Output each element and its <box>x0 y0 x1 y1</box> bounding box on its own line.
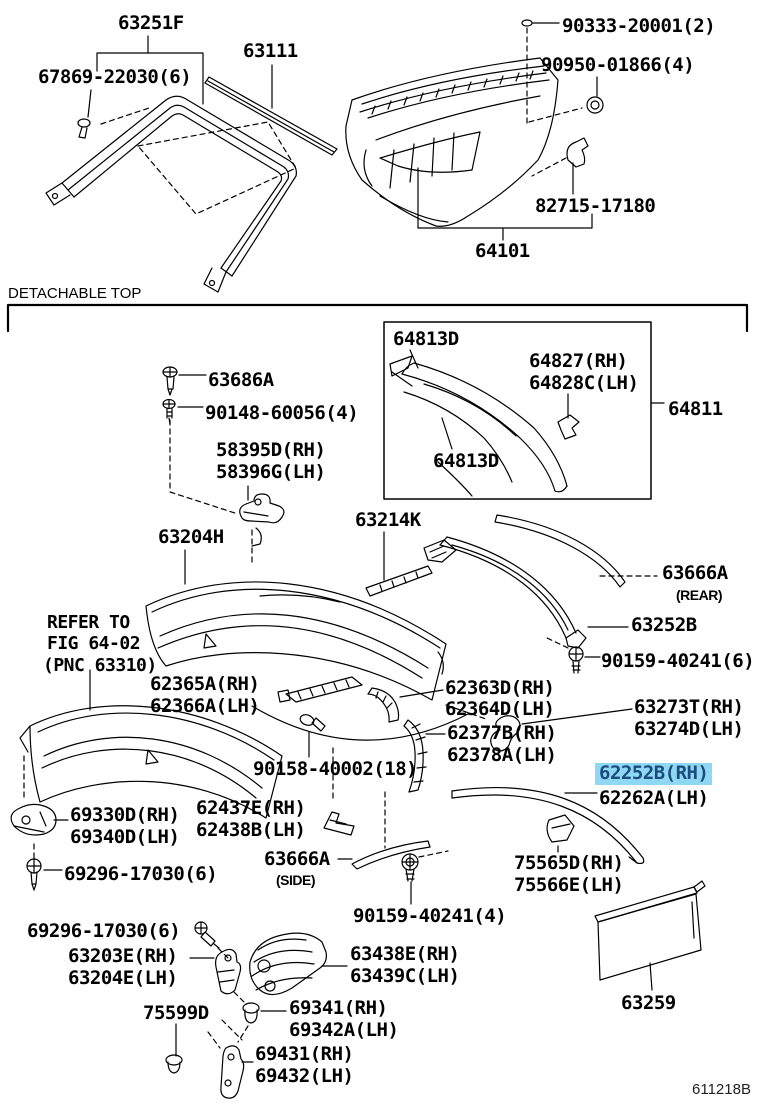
screw-icon-69296-b <box>194 921 229 959</box>
corner-piece-63438E-drawing <box>249 932 348 996</box>
clip-icon-90333 <box>521 19 583 127</box>
part-label-63251F: 63251F <box>118 12 184 34</box>
cap-icon-75599D <box>165 1023 183 1074</box>
part-sublabel-rear: (REAR) <box>676 587 723 603</box>
part-label-62365A: 62365A(RH) <box>150 673 260 695</box>
screw-icon-90159-4 <box>401 850 449 905</box>
part-label-62252B-highlighted: 62252B(RH) <box>595 763 713 785</box>
part-label-69340D: 69340D(LH) <box>70 826 180 848</box>
part-label-62437E: 62437E(RH) <box>196 797 306 819</box>
screw-icon-90159-6 <box>544 636 601 674</box>
part-label-64813D-top: 64813D <box>393 328 459 350</box>
part-label-90158-40002: 90158-40002(18) <box>253 758 418 780</box>
part-sublabel-side: (SIDE) <box>276 872 316 888</box>
part-label-90159-40241-6: 90159-40241(6) <box>601 650 755 672</box>
part-label-63274D: 63274D(LH) <box>634 718 744 740</box>
part-label-82715-17180: 82715-17180 <box>535 195 656 217</box>
part-label-90950-01866: 90950-01866(4) <box>541 54 695 76</box>
clip-icon-64827 <box>557 414 580 440</box>
bow-63252B-drawing <box>439 536 629 649</box>
part-label-69342A: 69342A(LH) <box>289 1019 399 1041</box>
part-label-63204E: 63204E(LH) <box>68 967 178 989</box>
part-label-64827: 64827(RH) <box>529 350 628 372</box>
part-label-62363D: 62363D(RH) <box>445 677 555 699</box>
part-label-64813D-bottom: 64813D <box>433 450 499 472</box>
part-label-63203E: 63203E(RH) <box>68 945 178 967</box>
inset-box-64811 <box>383 321 665 500</box>
part-label-58396G: 58396G(LH) <box>216 461 326 483</box>
latch-icon-69330D <box>10 803 69 859</box>
bracket-63251F <box>87 35 204 125</box>
section-bracket <box>6 303 749 333</box>
part-label-63666A-rear: 63666A <box>662 562 728 584</box>
part-label-62366A: 62366A(LH) <box>150 695 260 717</box>
strip-62377B-drawing <box>403 719 446 793</box>
part-label-63259: 63259 <box>621 992 676 1014</box>
part-label-63204H: 63204H <box>158 526 224 548</box>
bracket-icon-62437E <box>323 811 355 836</box>
refer-note-line1: REFER TO <box>47 612 130 633</box>
grommet-icon-90950 <box>586 76 604 114</box>
part-label-64828C: 64828C(LH) <box>529 372 639 394</box>
part-label-75566E: 75566E(LH) <box>514 874 624 896</box>
part-label-64101: 64101 <box>475 240 530 262</box>
section-title: DETACHABLE TOP <box>8 285 142 302</box>
part-label-63439C: 63439C(LH) <box>350 965 460 987</box>
part-label-63686A: 63686A <box>208 369 274 391</box>
part-label-64811: 64811 <box>668 398 723 420</box>
part-label-90333-20001: 90333-20001(2) <box>562 15 716 37</box>
clip-icon-62363D <box>367 687 487 723</box>
hook-icon-63273T <box>490 708 633 752</box>
windshield-frame-drawing <box>45 95 297 293</box>
part-label-69431: 69431(RH) <box>255 1043 354 1065</box>
refer-note-line3: (PNC 63310) <box>43 655 157 676</box>
part-label-75565D: 75565D(RH) <box>514 852 624 874</box>
part-label-63666A-side: 63666A <box>264 848 330 870</box>
strip-63666A-side-drawing <box>337 840 431 870</box>
hook-icon-82715 <box>531 137 589 195</box>
part-label-69330D: 69330D(RH) <box>70 804 180 826</box>
screw-icon-90158 <box>299 714 326 758</box>
part-label-62377B: 62377B(RH) <box>447 722 557 744</box>
rear-panel-64101-drawing <box>345 57 593 241</box>
strip-63666A-rear-drawing <box>494 514 658 588</box>
clip-icon-75565D <box>546 814 575 853</box>
strip-63214K-drawing <box>365 531 457 597</box>
weatherstrip-62252B-drawing <box>451 787 645 865</box>
part-label-69296-17030-a: 69296-17030(6) <box>64 863 218 885</box>
roof-panel-refer-drawing <box>19 669 283 819</box>
part-label-62438B: 62438B(LH) <box>196 819 306 841</box>
part-label-62378A: 62378A(LH) <box>447 744 557 766</box>
drawing-number: 611218B <box>692 1081 751 1098</box>
part-label-63273T: 63273T(RH) <box>634 696 744 718</box>
screw-icon-90148 <box>162 398 239 515</box>
clamp-icon-58395D <box>239 485 285 563</box>
part-label-69296-17030-b: 69296-17030(6) <box>27 920 181 942</box>
part-label-62364D: 62364D(LH) <box>445 698 555 720</box>
grommet-icon-69341 <box>221 1002 287 1043</box>
part-label-90159-40241-4: 90159-40241(4) <box>353 905 507 927</box>
part-label-63214K: 63214K <box>355 509 421 531</box>
screw-icon-63686A <box>162 366 207 396</box>
refer-note-line2: FIG 64-02 <box>47 633 141 654</box>
latch-icon-63203E <box>189 948 247 1005</box>
screw-icon-67869 <box>77 118 91 139</box>
part-label-75599D: 75599D <box>143 1002 209 1024</box>
part-label-63111: 63111 <box>243 40 298 62</box>
part-label-90148-60056: 90148-60056(4) <box>205 402 359 424</box>
part-label-67869-22030: 67869-22030(6) <box>38 66 192 88</box>
strip-62365A-drawing <box>277 676 363 703</box>
strap-icon-69431 <box>207 1031 254 1099</box>
part-label-63438E: 63438E(RH) <box>350 943 460 965</box>
glass-panel-63259-drawing <box>594 880 706 991</box>
part-label-69432: 69432(LH) <box>255 1065 354 1087</box>
part-label-58395D: 58395D(RH) <box>216 439 326 461</box>
screw-icon-69296-a <box>26 858 63 891</box>
bar-63111-drawing <box>204 64 338 156</box>
part-label-69341: 69341(RH) <box>289 997 388 1019</box>
roof-panel-63204H-drawing <box>145 549 469 741</box>
part-label-62262A: 62262A(LH) <box>599 787 709 809</box>
part-label-63252B: 63252B <box>631 614 697 636</box>
